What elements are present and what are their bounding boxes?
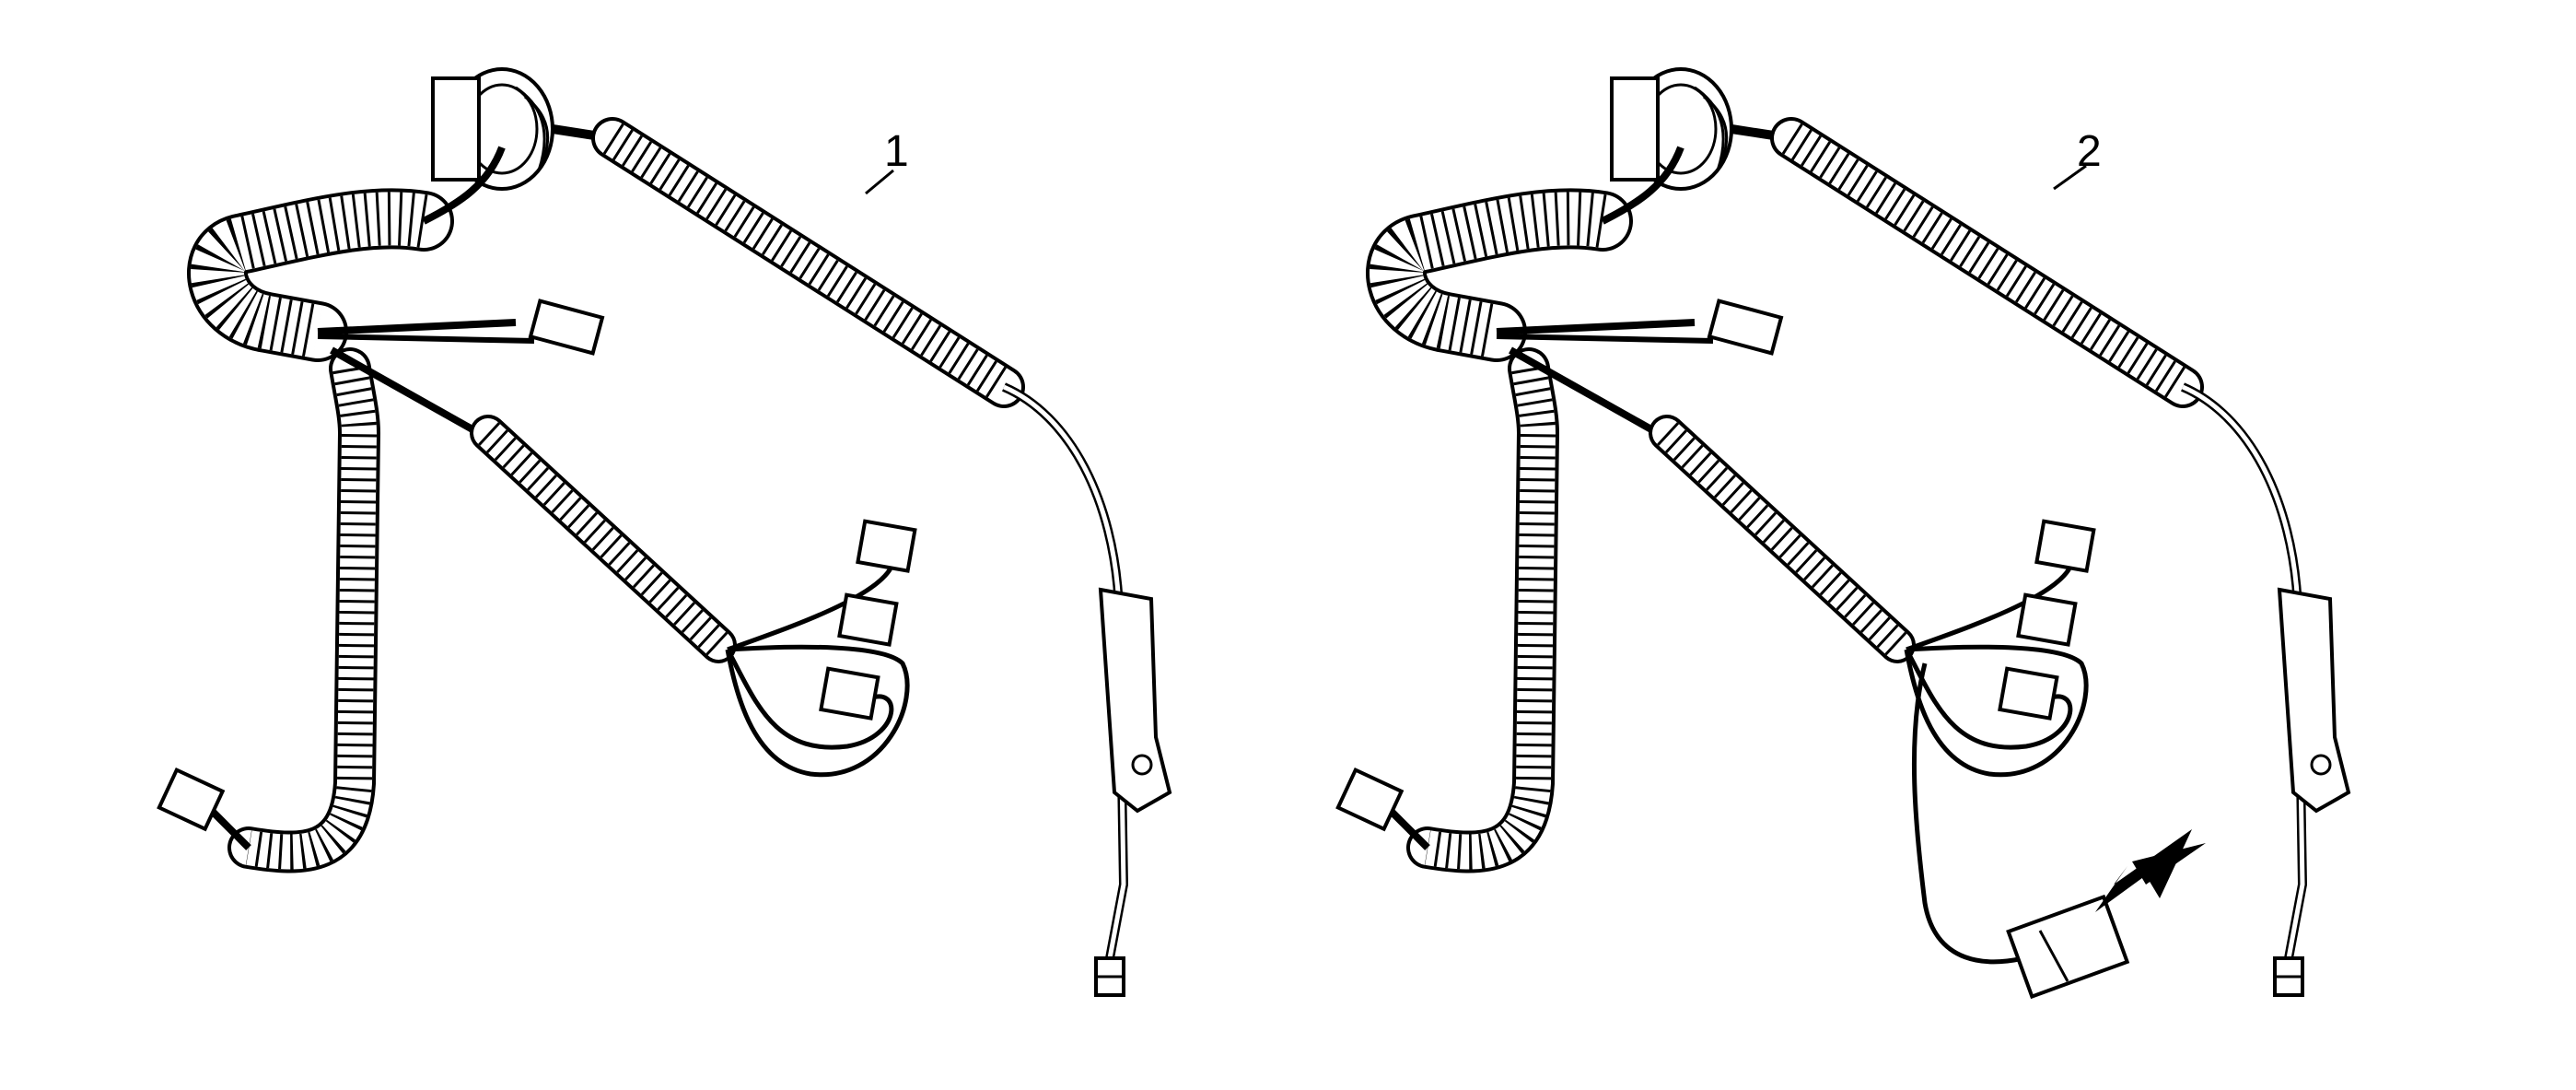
arrow-icon xyxy=(2095,829,2206,912)
callout-1: 1 xyxy=(865,127,909,195)
callout-2: 2 xyxy=(2053,127,2102,191)
added-connector xyxy=(1911,662,2130,1000)
harness-panel-right: 2 xyxy=(1338,69,2349,997)
callout-label-2: 2 xyxy=(2077,127,2102,176)
callout-label-1: 1 xyxy=(884,127,909,176)
harness-panel-left: 1 xyxy=(159,69,1170,995)
